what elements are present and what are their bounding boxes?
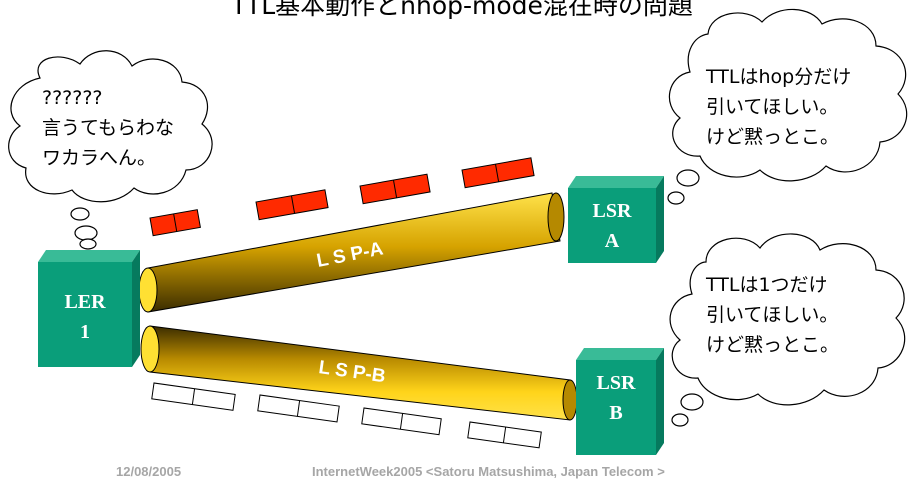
bubble-dot [74,225,98,241]
packet-row-bottom [151,382,542,449]
bubble-line: ワカラへん。 [42,147,157,169]
lsr-b-label: LSR B [576,368,656,428]
packet [467,421,542,449]
packet [361,407,442,436]
bubble-dot [671,413,689,427]
packet [461,157,535,189]
bubble-dot [680,393,704,411]
packet [151,382,236,411]
packet [255,189,329,221]
ler-bubble-text: ?????? 言うてもらわな ワカラへん。 [42,83,174,173]
lsr-a-box [568,176,664,263]
bubble-line: TTLは1つだけ [706,274,828,296]
lsp-a-tube [138,192,565,313]
bubble-dot [667,191,685,205]
lsr-a-label: LSR A [568,196,656,256]
lsr-b-label-line1: LSR [596,372,636,394]
footer-date: 12/08/2005 [116,464,182,479]
bubble-line: ?????? [42,87,103,109]
bubble-cloud [668,8,908,182]
lsr-b-thought-bubble [669,233,906,427]
bubble-line: けど黙っとこ。 [706,126,840,148]
packet [149,209,201,237]
footer-credit: InternetWeek2005 <Satoru Matsushima, Jap… [312,464,665,479]
lsr-a-label-line2: A [604,230,620,252]
ler1-box [38,250,140,367]
lsr-b-box [576,348,664,455]
slide-title: TTL基本動作とnhop-mode混在時の問題 [231,0,693,20]
bubble-dot [79,238,97,250]
packet-shape [255,189,329,221]
bubble-dot [70,207,90,221]
bubble-line: 引いてほしい。 [706,96,839,118]
packet-shape [461,157,535,189]
lsr-a-bubble-text: TTLはhop分だけ 引いてほしい。 けど黙っとこ。 [706,62,851,152]
bubble-line: 言うてもらわな [42,117,175,139]
lsr-b-bubble-text: TTLは1つだけ 引いてほしい。 けど黙っとこ。 [706,270,839,360]
bubble-cloud [8,50,213,203]
packet [257,394,340,423]
packet [359,173,431,205]
bubble-dot [676,169,700,187]
ler1-label-line1: LER [64,291,106,313]
packet-row-top [149,157,535,237]
lsr-b-label-line2: B [609,402,623,424]
ler1-label-line2: 1 [80,321,90,343]
bubble-line: けど黙っとこ。 [706,334,840,356]
bubble-line: TTLはhop分だけ [706,66,852,88]
ler-thought-bubble [8,50,213,250]
bubble-line: 引いてほしい。 [706,304,839,326]
lsr-a-thought-bubble [667,8,908,205]
bubble-cloud [669,233,906,406]
lsr-a-label-line1: LSR [592,200,632,222]
ler1-label: LER 1 [38,287,132,347]
lsp-b-tube [140,325,578,421]
